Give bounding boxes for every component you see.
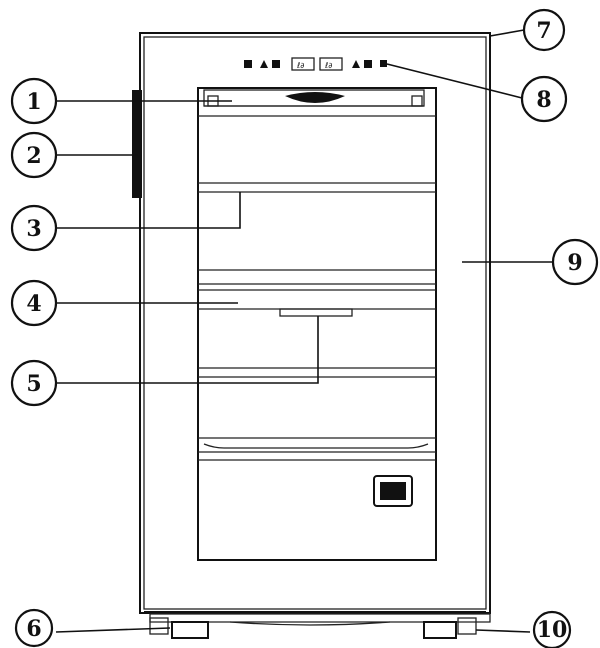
door-handle: [132, 90, 142, 198]
lower-compartment: [373, 475, 413, 507]
temperature-display-left: [291, 57, 315, 71]
shelves: [198, 182, 436, 461]
control-panel: ℓ∂ ℓ∂: [244, 57, 387, 71]
panel-button-power: [244, 60, 252, 68]
svg-text:3: 3: [26, 216, 41, 242]
callout-7: 7: [522, 8, 566, 52]
callout-3: 3: [10, 204, 58, 252]
svg-text:ℓ∂: ℓ∂: [324, 61, 332, 70]
svg-text:7: 7: [536, 18, 551, 44]
foot-right: [457, 617, 477, 635]
leader-lines: [55, 29, 552, 633]
fan-icon: [198, 89, 436, 117]
base: [144, 611, 491, 639]
leveling-foot-left: [171, 621, 209, 639]
glass-window: [197, 87, 437, 561]
svg-text:1: 1: [26, 89, 41, 115]
panel-button-light: [260, 60, 268, 68]
svg-text:8: 8: [536, 87, 551, 113]
rating-label: [373, 475, 413, 507]
svg-text:5: 5: [26, 371, 41, 397]
svg-text:4: 4: [26, 291, 41, 317]
svg-text:10: 10: [537, 617, 568, 643]
callout-4: 4: [10, 279, 58, 327]
callout-2: 2: [10, 131, 58, 179]
callout-1: 1: [10, 77, 58, 125]
shelf-tab: [279, 308, 353, 317]
callout-8: 8: [520, 75, 568, 123]
panel-indicator: [380, 60, 387, 67]
callout-10: 10: [532, 610, 572, 648]
cabinet-body: [139, 32, 491, 614]
svg-text:6: 6: [26, 616, 41, 642]
callout-9: 9: [551, 238, 599, 286]
temperature-display-right: [319, 57, 343, 71]
svg-text:9: 9: [567, 250, 582, 276]
svg-text:2: 2: [26, 143, 41, 169]
foot-left: [149, 617, 169, 635]
callout-6: 6: [14, 608, 54, 648]
callout-5: 5: [10, 359, 58, 407]
svg-text:ℓ∂: ℓ∂: [296, 61, 304, 70]
leveling-foot-right: [423, 621, 457, 639]
